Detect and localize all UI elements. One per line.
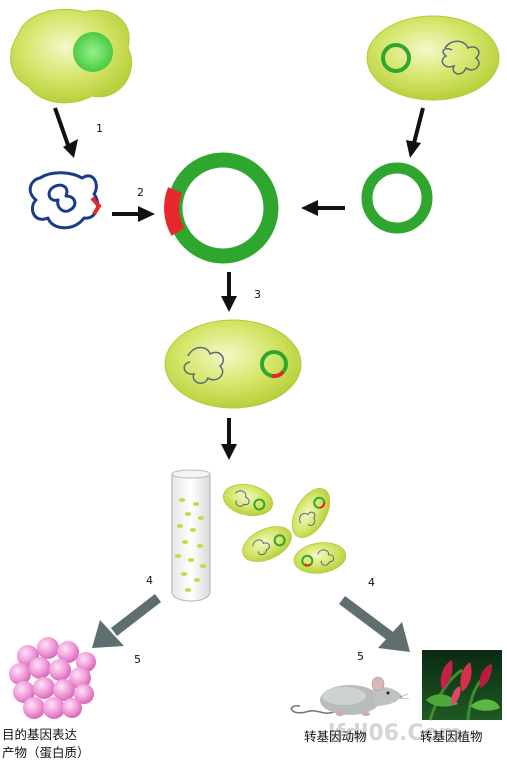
protein-caption-line-2: 产物（蛋白质） xyxy=(2,745,90,760)
arrow-to-culture xyxy=(221,418,237,460)
arrow-plasmid-to-recombinant xyxy=(301,200,345,216)
transgenic-animal-caption: 转基因动物 xyxy=(304,729,367,744)
donor-cell xyxy=(10,8,133,104)
tube-bacteria xyxy=(174,498,207,592)
blank-panel xyxy=(349,378,487,483)
arrow-step-1 xyxy=(53,107,78,158)
target-gene-red-segment xyxy=(90,196,102,216)
arrow-step-3 xyxy=(221,272,237,312)
protein-cluster xyxy=(9,637,96,719)
arrow-plasmid-isolation xyxy=(406,107,425,158)
step-5-left-label: 5 xyxy=(134,653,141,666)
recombinant-plasmid xyxy=(164,152,279,264)
step-1-label: 1 xyxy=(96,122,103,135)
bacterium-copy xyxy=(242,526,292,562)
step-5-right-label: 5 xyxy=(357,650,364,663)
recombinant-insert xyxy=(164,187,185,236)
bacterium-with-plasmid xyxy=(366,15,500,101)
arrow-step-2 xyxy=(112,206,155,222)
multiplied-bacteria xyxy=(222,484,347,574)
mouse-icon xyxy=(290,676,410,716)
target-gene-dna xyxy=(28,171,102,230)
bacterium-copy xyxy=(291,488,331,538)
isolated-plasmid xyxy=(361,162,433,234)
bacterium-chromosome xyxy=(441,40,480,75)
watermark: lfdl06.Com xyxy=(328,721,462,746)
transgenic-plant-caption: 转基因植物 xyxy=(420,729,483,744)
test-tube xyxy=(171,469,211,602)
bacterium-plasmid xyxy=(381,43,411,73)
arrow-step-4-left xyxy=(92,594,162,648)
donor-nucleus xyxy=(73,32,113,72)
step-4-right-label: 4 xyxy=(368,576,375,589)
step-4-left-label: 4 xyxy=(146,574,153,587)
bacterium-copy xyxy=(222,484,274,516)
bacterium-copy xyxy=(293,542,347,574)
arrow-step-4-right xyxy=(339,596,410,652)
protein-caption-line-1: 目的基因表达 xyxy=(2,727,78,742)
step-2-label: 2 xyxy=(137,186,144,199)
step-3-label: 3 xyxy=(254,288,261,301)
transgenic-plant-image xyxy=(422,650,502,721)
transformed-bacterium xyxy=(164,319,302,409)
